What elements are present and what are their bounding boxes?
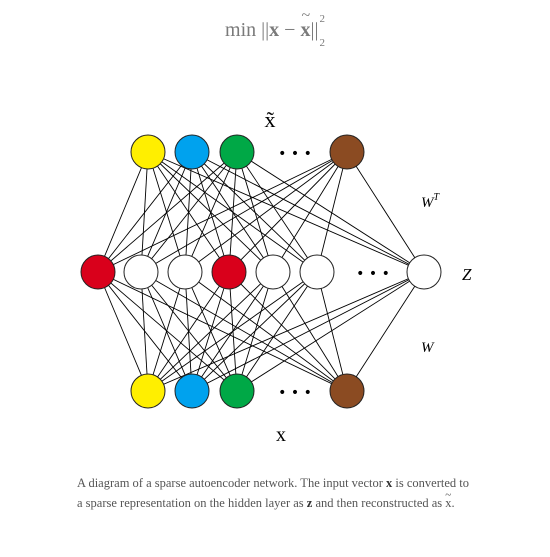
encoder-edge [228,271,238,392]
decoder-edge [97,151,149,273]
formula-x: x [269,18,280,41]
decoder-weight-sup: T [434,192,441,203]
encoder-edge [236,271,318,392]
encoder-edge [346,271,425,392]
encoder-edge [272,271,348,392]
caption-part4: . [451,496,455,510]
encoder-edge [97,271,238,392]
encoder-edge [228,271,348,392]
encoder-edge [140,271,238,392]
decoder-edge [191,151,274,273]
top-layer-label: x̃ [265,107,276,132]
figure-caption: A diagram of a sparse autoencoder networ… [77,473,477,513]
formula-x-tilde: x [300,7,310,42]
decoder-edge [140,151,348,273]
output-node-yellow [130,134,166,170]
formula-prefix: min || [225,18,270,41]
output-node-brown [329,134,365,170]
encoder-edge [97,271,149,392]
decoder-edge [97,151,238,273]
caption-z: z [306,496,313,510]
encoder-edge [316,271,348,392]
hidden-node-active [211,254,247,290]
caption-x-tilde: x [445,485,451,513]
encoder-edge [147,271,425,392]
input-node-green [219,373,255,409]
bottom-ellipsis: • • • [278,385,312,401]
encoder-edge [97,271,193,392]
decoder-edge [147,151,425,273]
decoder-edge [97,151,193,273]
encoder-edge [191,271,274,392]
decoder-edge [184,151,348,273]
output-node-blue [174,134,210,170]
caption-x: x [386,476,393,490]
decoder-edge [236,151,425,273]
network-nodes [80,134,442,409]
input-node-blue [174,373,210,409]
formula-sub: 2 [319,36,325,49]
caption-part1: A diagram of a sparse autoencoder networ… [77,476,387,490]
output-node-green [219,134,255,170]
input-node-yellow [130,373,166,409]
encoder-edge [140,271,193,392]
encoder-edge [236,271,425,392]
hidden-node-inactive [299,254,335,290]
decoder-edge [272,151,348,273]
decoder-edge [191,151,425,273]
formula-sup: 2 [319,13,325,25]
encoder-edge [191,271,425,392]
formula-suffix: || [310,18,319,41]
decoder-edge [140,151,193,273]
encoder-weight-label: W [421,340,435,356]
decoder-edge [191,151,230,273]
autoencoder-network-diagram: x̃ • • • • • • • • • WT Z W x [80,107,472,446]
encoder-edge [140,271,348,392]
decoder-weight-label: WT [421,192,441,211]
bottom-layer-label: x [276,424,286,446]
decoder-edge [184,151,238,273]
encoder-edge [184,271,348,392]
decoder-weight-symbol: W [421,195,435,211]
network-edges [97,151,425,392]
encoder-edge [184,271,238,392]
encoder-edge [97,271,348,392]
decoder-edge [236,151,318,273]
formula-minus: − [279,18,301,41]
hidden-ellipsis: • • • [356,266,390,282]
decoder-edge [191,151,318,273]
decoder-edge [140,151,238,273]
objective-formula: min ||x − x||22 [0,7,550,49]
encoder-edge [236,271,274,392]
encoder-edge [191,271,318,392]
decoder-edge [236,151,274,273]
decoder-edge [228,151,348,273]
caption-part3: and then reconstructed as [312,496,446,510]
hidden-node-inactive [167,254,203,290]
hidden-node-inactive [123,254,159,290]
hidden-layer-label: Z [462,265,472,284]
top-ellipsis: • • • [278,146,312,162]
decoder-edge [97,151,348,273]
decoder-edge [316,151,348,273]
hidden-node-inactive [255,254,291,290]
input-node-brown [329,373,365,409]
encoder-edge [191,271,230,392]
decoder-edge [228,151,238,273]
decoder-edge [346,151,425,273]
hidden-node-active [80,254,116,290]
hidden-node-inactive [406,254,442,290]
